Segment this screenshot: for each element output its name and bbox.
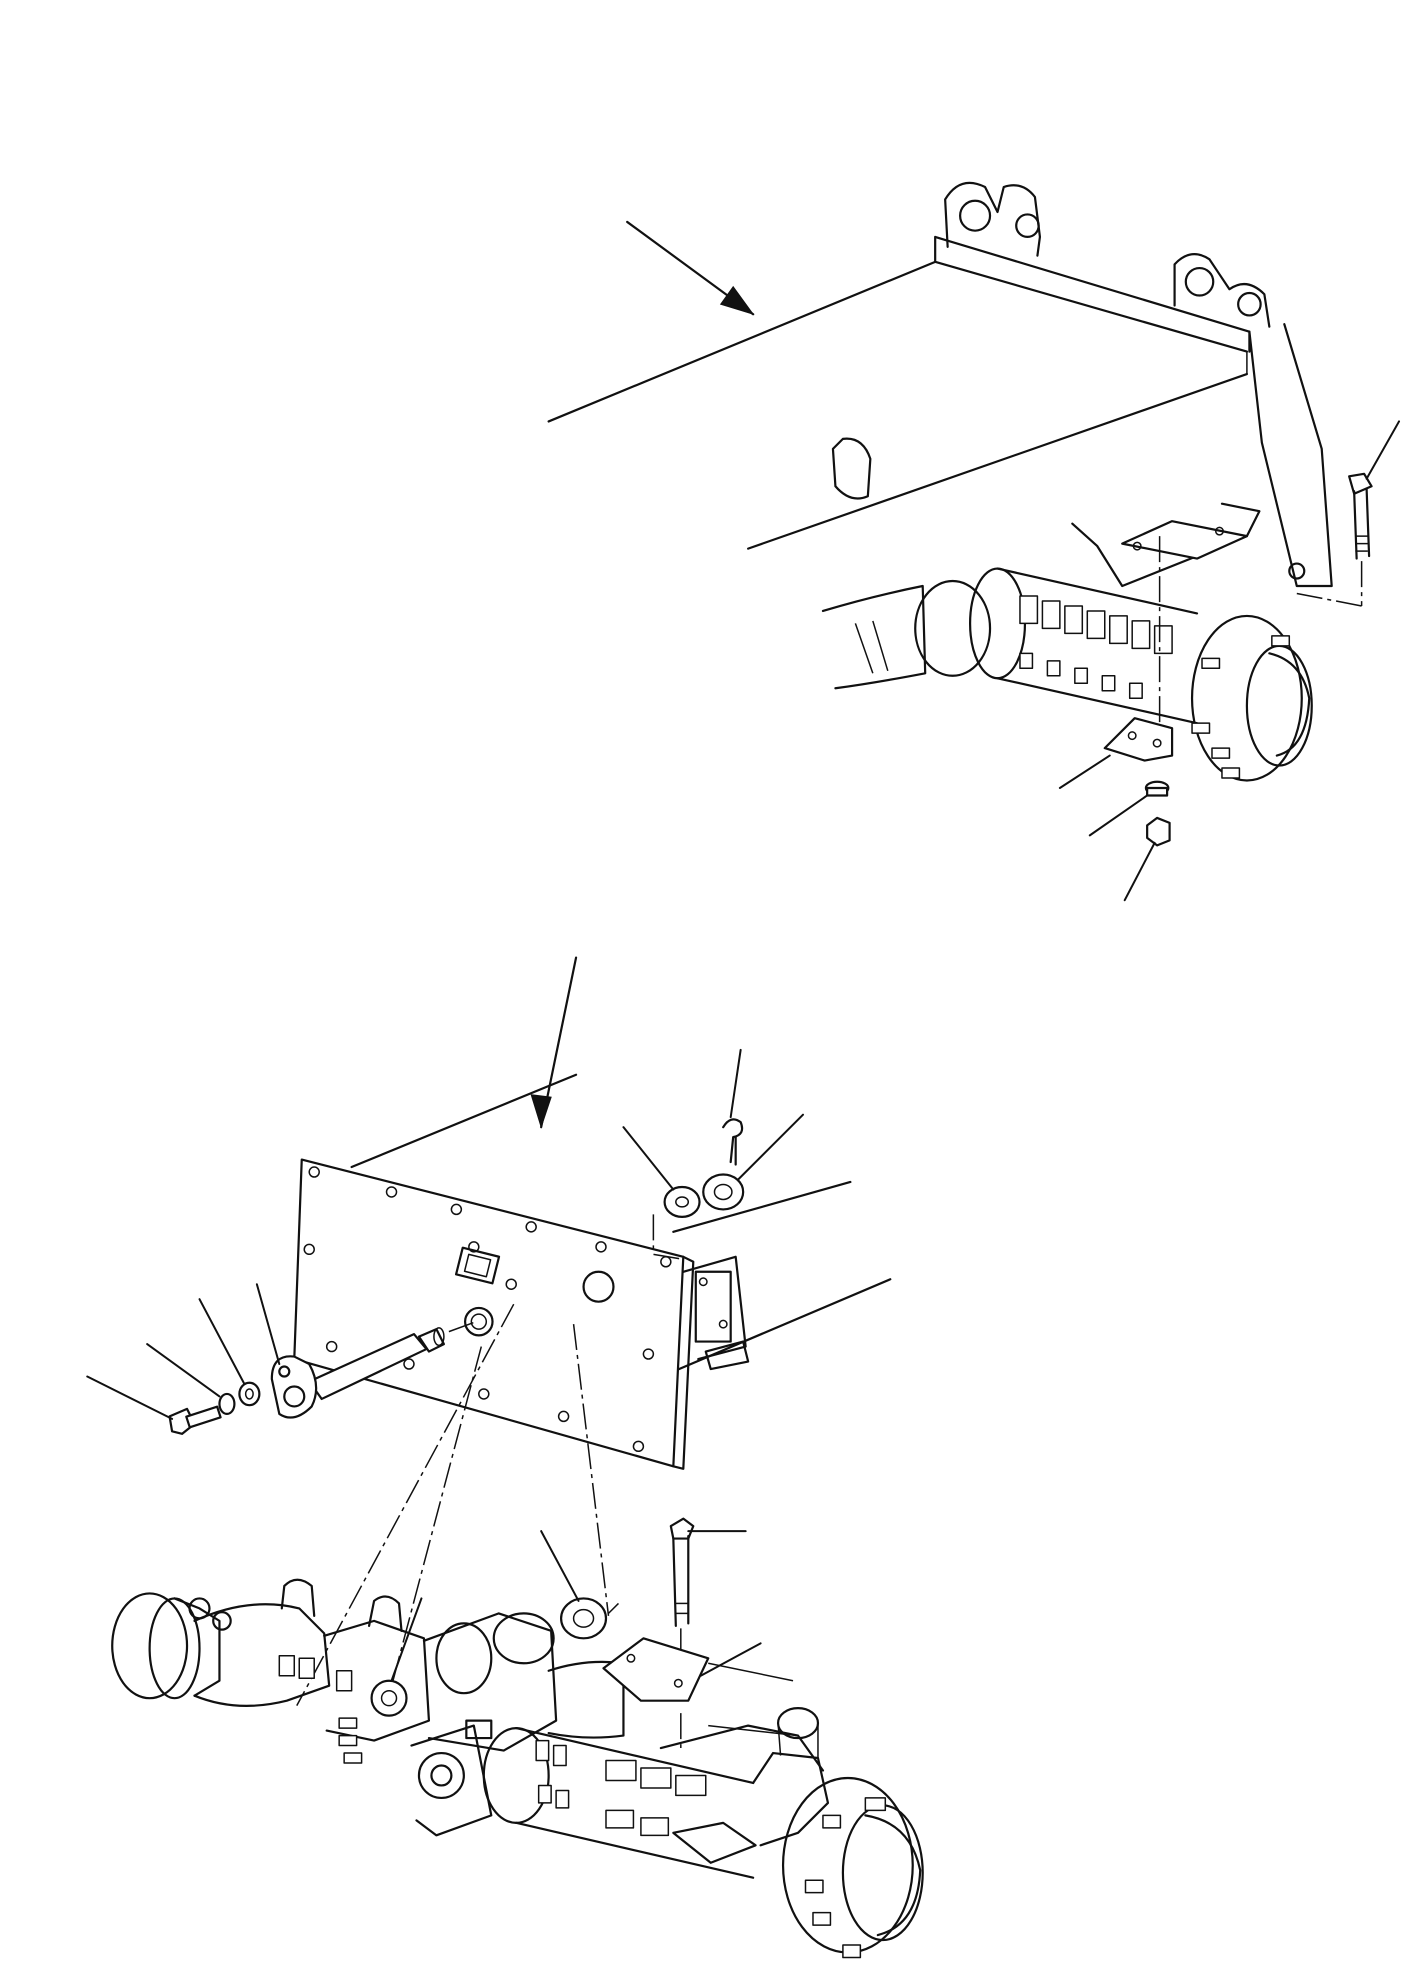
frame-body xyxy=(549,183,1332,586)
mounting-plate xyxy=(294,1160,748,1469)
axle-bushings xyxy=(372,1598,619,1715)
top-pin-fasteners xyxy=(653,1119,743,1259)
top-fastener-set xyxy=(1105,474,1372,846)
bottom-lower-leader-lines xyxy=(392,1531,761,1681)
top-leader-lines xyxy=(1060,421,1399,900)
top-direction-arrow xyxy=(627,222,753,314)
top-rear-axle xyxy=(823,569,1312,781)
bottom-mount-assembly xyxy=(87,958,922,1958)
axle-bracket-fasteners xyxy=(604,1519,794,1748)
top-frame-assembly xyxy=(549,183,1399,900)
bottom-upper-leader-lines xyxy=(87,1050,803,1419)
bottom-direction-arrow xyxy=(531,958,576,1128)
front-axle xyxy=(112,1580,922,1958)
assembly-guide-lines xyxy=(297,1304,609,1705)
pivot-pin xyxy=(170,1322,477,1434)
